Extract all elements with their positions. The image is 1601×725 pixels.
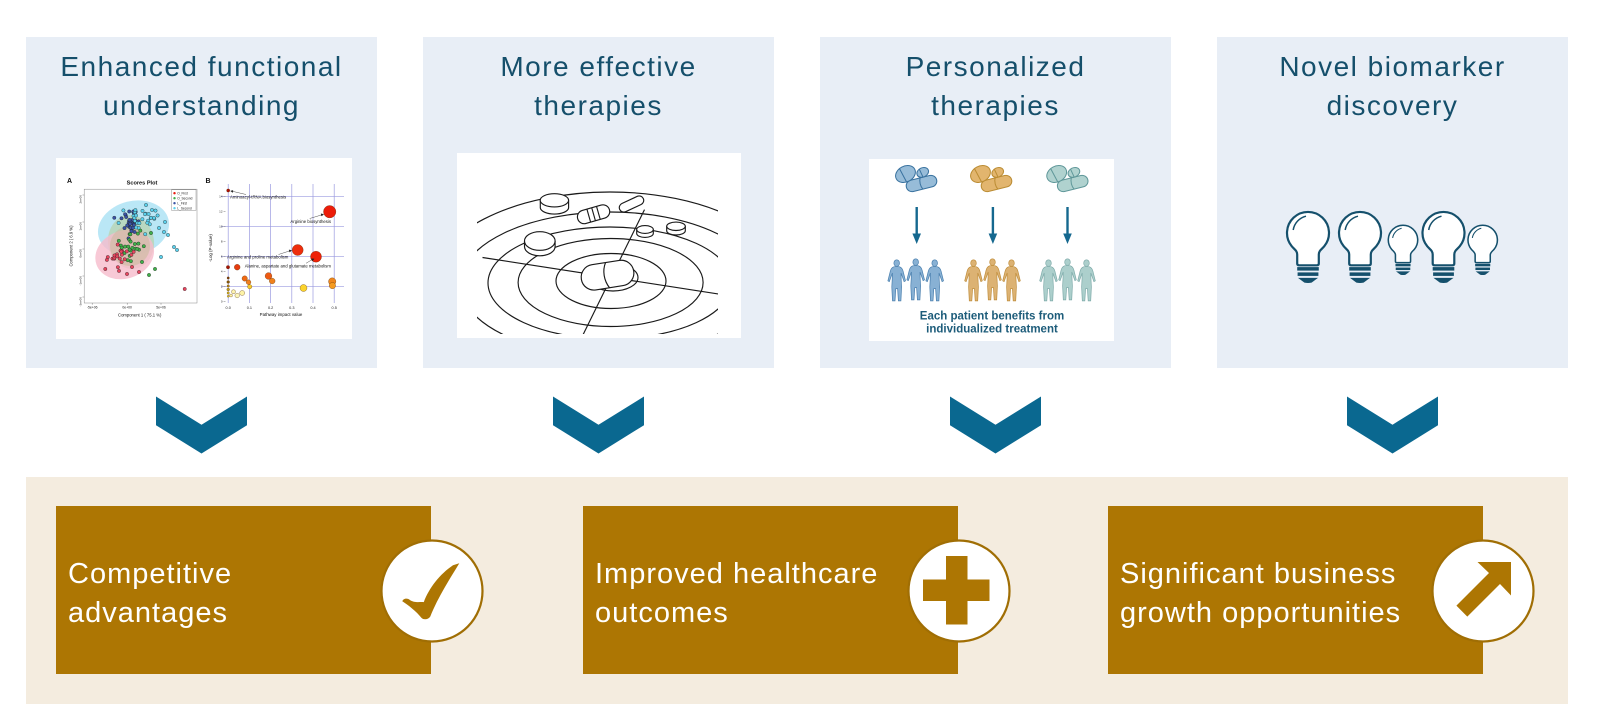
svg-text:Component 2 ( 6.9 %): Component 2 ( 6.9 %) <box>69 225 74 267</box>
svg-text:2e+06: 2e+06 <box>78 195 82 204</box>
svg-text:Pathway impact value: Pathway impact value <box>260 312 303 317</box>
svg-text:Component 1 ( 75.1 %): Component 1 ( 75.1 %) <box>118 313 162 318</box>
svg-text:8: 8 <box>221 240 223 244</box>
svg-text:-3e+06: -3e+06 <box>78 297 82 307</box>
svg-text:Each patient benefits from: Each patient benefits from <box>920 311 1064 323</box>
svg-text:0.1: 0.1 <box>247 306 252 310</box>
svg-text:0e+00: 0e+00 <box>122 306 132 310</box>
svg-text:6: 6 <box>221 255 223 259</box>
svg-text:0.3: 0.3 <box>289 306 294 310</box>
svg-text:2: 2 <box>221 285 223 289</box>
svg-text:0.5: 0.5 <box>332 306 337 310</box>
svg-text:0.4: 0.4 <box>310 306 315 310</box>
svg-text:-1e+06: -1e+06 <box>78 276 82 286</box>
svg-text:L_First: L_First <box>177 201 187 205</box>
svg-text:B: B <box>206 178 211 185</box>
svg-text:-5e+06: -5e+06 <box>87 306 98 310</box>
svg-text:Arginine biosynthesis: Arginine biosynthesis <box>290 219 331 224</box>
svg-text:0.2: 0.2 <box>268 306 273 310</box>
svg-text:Arginine and proline metabolis: Arginine and proline metabolism <box>227 255 289 260</box>
svg-text:1e+06: 1e+06 <box>78 222 82 231</box>
svg-text:Aminoacyl-tRNA biosynthesis: Aminoacyl-tRNA biosynthesis <box>230 194 286 199</box>
svg-text:O_Second: O_Second <box>177 196 192 200</box>
svg-text:5e+06: 5e+06 <box>156 306 166 310</box>
svg-text:0: 0 <box>221 300 223 304</box>
svg-text:-Log (P-value): -Log (P-value) <box>208 234 213 262</box>
svg-text:A: A <box>67 178 72 185</box>
svg-text:10: 10 <box>219 225 223 229</box>
svg-text:14: 14 <box>219 195 223 199</box>
svg-text:individualized treatment: individualized treatment <box>926 323 1058 335</box>
svg-text:12: 12 <box>219 210 223 214</box>
svg-text:L_Second: L_Second <box>177 206 192 210</box>
svg-text:O_First: O_First <box>177 191 188 195</box>
svg-text:0e+00: 0e+00 <box>78 249 82 258</box>
svg-text:4: 4 <box>221 270 223 274</box>
svg-text:Alanine, aspartate and glutama: Alanine, aspartate and glutamate metabol… <box>245 264 332 269</box>
svg-text:0.0: 0.0 <box>226 306 231 310</box>
svg-text:Scores Plot: Scores Plot <box>127 181 158 187</box>
